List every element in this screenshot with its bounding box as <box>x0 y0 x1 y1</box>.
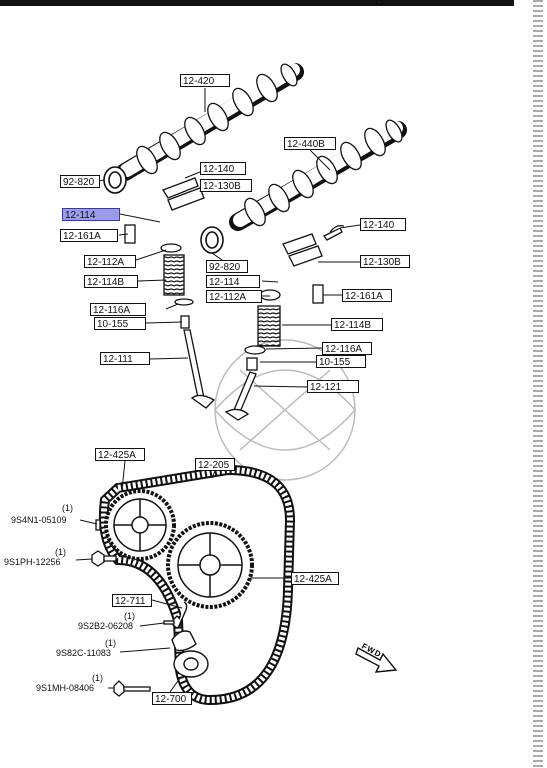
page-corner-mark: · <box>378 0 380 6</box>
label-valve-intake[interactable]: 12-111 <box>100 352 150 365</box>
camshaft-seals <box>103 166 224 254</box>
fastener-leaders <box>75 519 171 689</box>
label-seal-right[interactable]: 92-820 <box>206 260 248 273</box>
belt-tensioner <box>171 601 209 678</box>
forward-arrow <box>355 646 398 673</box>
code-pulley-bolt[interactable]: 9S1PH-12256 <box>4 557 61 567</box>
exhaust-stack-leaders <box>253 280 342 388</box>
camshaft-pulleys <box>104 489 254 609</box>
label-retainer-left[interactable]: 12-112A <box>84 255 136 268</box>
label-retainer-right[interactable]: 12-112A <box>206 290 262 303</box>
label-guide-left[interactable]: 10-155 <box>94 317 146 330</box>
scan-edge <box>533 0 543 768</box>
label-adjuster-right[interactable]: 12-114 <box>206 275 260 288</box>
label-spring-right[interactable]: 12-114B <box>331 318 383 331</box>
code-tensioner-bolt[interactable]: 9S1MH-08406 <box>36 683 95 693</box>
label-lash-adjuster-left[interactable]: 12-161A <box>60 229 118 242</box>
label-seat-left[interactable]: 12-116A <box>90 303 146 316</box>
label-rocker-arm-right[interactable]: 12-140 <box>360 218 406 231</box>
timing-belt <box>98 464 296 706</box>
rocker-arms <box>162 177 345 267</box>
code-spring-bolt[interactable]: 9S2B2-06208 <box>78 621 134 631</box>
label-camshaft-exhaust[interactable]: 12-440B <box>284 137 336 150</box>
tensioner-leaders <box>151 599 183 693</box>
code-stud[interactable]: 9S82C-11083 <box>56 648 111 658</box>
top-border-bar <box>0 0 514 6</box>
label-rocker-shaft-right[interactable]: 12-130B <box>360 255 410 268</box>
label-guide-right[interactable]: 10-155 <box>316 355 366 368</box>
label-adjuster-highlighted[interactable]: 12-114 <box>62 208 120 221</box>
qty-pin: (1) <box>62 503 73 513</box>
label-spring-left[interactable]: 12-114B <box>84 275 138 288</box>
intake-valve-stack <box>124 224 216 409</box>
label-camshaft-intake[interactable]: 12-420 <box>180 74 230 87</box>
fasteners <box>91 519 182 697</box>
exhaust-valve-stack <box>224 284 324 421</box>
qty-spring-bolt: (1) <box>124 611 135 621</box>
exhaust-camshaft <box>229 119 407 231</box>
leader-12-440b <box>309 149 331 171</box>
label-pulley-bottom[interactable]: 12-425A <box>291 572 339 585</box>
label-rocker-arm-top[interactable]: 12-140 <box>200 162 246 175</box>
label-tensioner[interactable]: 12-700 <box>152 692 192 705</box>
belt-leaders <box>121 460 291 579</box>
label-seal-left[interactable]: 92-820 <box>60 175 100 188</box>
label-seat-right[interactable]: 12-116A <box>322 342 372 355</box>
label-rocker-shaft-top[interactable]: 12-130B <box>200 179 252 192</box>
qty-tensioner-bolt: (1) <box>92 673 103 683</box>
label-timing-belt[interactable]: 12-205 <box>195 458 235 471</box>
label-tensioner-spring[interactable]: 12-711 <box>112 594 152 607</box>
label-pulley-top[interactable]: 12-425A <box>95 448 145 461</box>
intake-stack-leaders <box>118 213 189 360</box>
code-pin[interactable]: 9S4N1-05109 <box>11 515 67 525</box>
label-lash-adjuster-right[interactable]: 12-161A <box>342 289 392 302</box>
qty-stud: (1) <box>105 638 116 648</box>
qty-pulley-bolt: (1) <box>55 547 66 557</box>
label-valve-exhaust[interactable]: 12-121 <box>307 380 359 393</box>
intake-camshaft <box>116 63 304 181</box>
